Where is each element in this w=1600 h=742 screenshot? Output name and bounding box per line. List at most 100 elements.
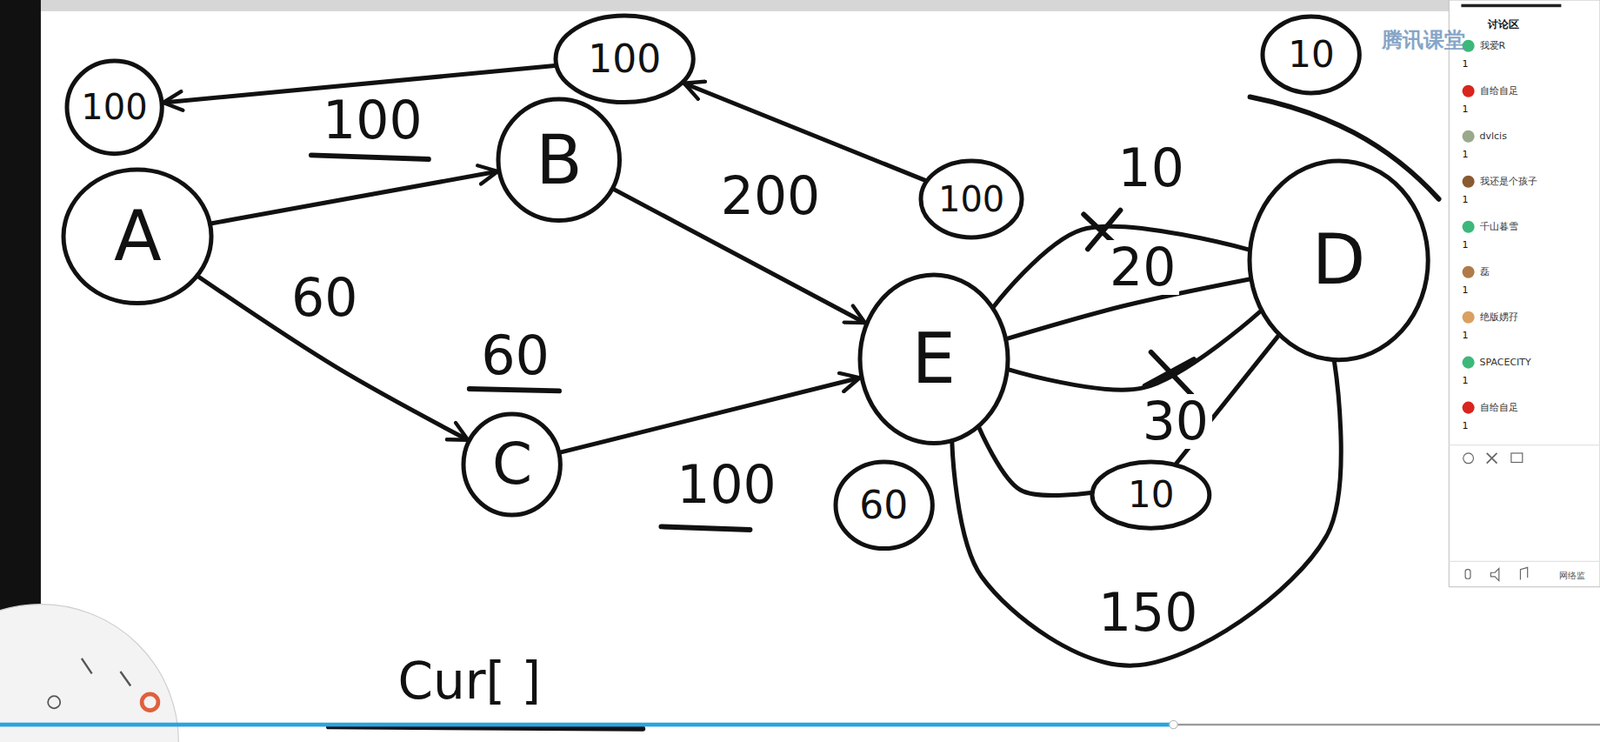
watermark: 腾讯课堂 bbox=[1381, 29, 1466, 52]
graph-node: 100 bbox=[553, 13, 696, 106]
avatar bbox=[1462, 130, 1475, 143]
chat-message: 1 bbox=[1462, 285, 1469, 296]
wheel-ground bbox=[0, 604, 179, 742]
chat-user: 我还是个孩子 bbox=[1480, 176, 1538, 187]
edge-connector bbox=[979, 427, 1091, 496]
edge-connector bbox=[560, 377, 860, 453]
circle-stroke bbox=[63, 169, 212, 304]
avatar bbox=[1462, 356, 1475, 369]
image-icon bbox=[1511, 453, 1523, 463]
edge-connector bbox=[1008, 311, 1260, 390]
avatar bbox=[1462, 401, 1475, 414]
graph-node: D bbox=[1246, 158, 1431, 363]
chat-user: 磊 bbox=[1480, 266, 1490, 278]
node-label: 100 bbox=[80, 89, 147, 125]
edge-weight: 200 bbox=[717, 168, 825, 224]
node-label: 10 bbox=[1127, 476, 1174, 514]
edge-connector bbox=[993, 226, 1249, 307]
edge-weight: 20 bbox=[1106, 240, 1180, 295]
underline bbox=[469, 388, 560, 391]
circle-stroke bbox=[1092, 461, 1210, 528]
edge-weight: 10 bbox=[1113, 140, 1187, 196]
node-label: B bbox=[535, 126, 583, 194]
chat-panel bbox=[1448, 0, 1600, 587]
circle-stroke bbox=[920, 160, 1022, 238]
edge-weight: 150 bbox=[1094, 585, 1202, 640]
tool-icon bbox=[81, 658, 131, 687]
progress-knob bbox=[1169, 720, 1178, 728]
node-label: D bbox=[1312, 225, 1367, 295]
node-label: 10 bbox=[1287, 36, 1334, 74]
chat-message: 1 bbox=[1462, 420, 1469, 432]
underline bbox=[660, 526, 750, 530]
edge-connector bbox=[952, 360, 1341, 666]
plain-label: 60 bbox=[480, 326, 550, 384]
chat-user: 我爱R bbox=[1480, 40, 1507, 52]
chat-message: 1 bbox=[1462, 59, 1469, 70]
edge-weight: 100 bbox=[673, 457, 780, 513]
chat-message: 1 bbox=[1462, 375, 1469, 387]
chat-message: 1 bbox=[1462, 104, 1469, 115]
graph-node: C bbox=[460, 411, 563, 518]
chat-user: dvlcis bbox=[1480, 131, 1507, 142]
node-label: E bbox=[911, 324, 956, 394]
scissor-icon bbox=[1486, 453, 1498, 464]
avatar bbox=[1462, 85, 1475, 98]
chat-user: SPACECITY bbox=[1480, 357, 1532, 368]
edge-connector bbox=[684, 83, 926, 181]
tool-wheel bbox=[0, 604, 179, 742]
node-label: 60 bbox=[859, 486, 908, 525]
chat-message: 1 bbox=[1462, 194, 1469, 206]
status-text: 网络监 bbox=[1559, 571, 1586, 581]
circle-stroke bbox=[66, 60, 162, 154]
curve-stroke bbox=[1250, 96, 1440, 199]
graph-node: 100 bbox=[64, 58, 165, 157]
mic-icon bbox=[1465, 569, 1471, 580]
panel-title: 讨论区 bbox=[1487, 19, 1520, 31]
underline bbox=[328, 726, 643, 728]
panel-tab bbox=[1460, 4, 1561, 8]
avatar bbox=[1462, 175, 1475, 188]
progress-bar bbox=[0, 722, 1174, 727]
circle-stroke bbox=[835, 461, 933, 549]
chat-user: 绝版娚孖 bbox=[1480, 312, 1519, 323]
graph-node: E bbox=[857, 272, 1011, 446]
graph-node: 60 bbox=[833, 459, 935, 552]
graph-node: B bbox=[495, 96, 623, 224]
cross-mark bbox=[1145, 352, 1194, 395]
circle-stroke bbox=[1262, 16, 1360, 94]
panel-ground bbox=[1448, 0, 1600, 587]
panel-divider bbox=[1448, 444, 1600, 446]
chat-message: 1 bbox=[1462, 330, 1469, 341]
avatar bbox=[1462, 311, 1475, 324]
circle-stroke bbox=[555, 15, 694, 103]
ink-strokes bbox=[311, 96, 1440, 728]
tool-icon bbox=[47, 695, 60, 708]
edge-weight: 60 bbox=[287, 270, 361, 326]
chat-message: 1 bbox=[1462, 149, 1469, 160]
node-label: C bbox=[492, 435, 533, 494]
edge-connector bbox=[212, 171, 499, 224]
underline bbox=[311, 154, 429, 160]
panel-divider bbox=[1448, 560, 1600, 562]
node-label: 100 bbox=[938, 181, 1005, 217]
circle-stroke bbox=[860, 274, 1008, 443]
graph-node: 10 bbox=[1089, 459, 1213, 531]
node-label: 100 bbox=[587, 40, 661, 79]
chat-user: 自给自足 bbox=[1480, 86, 1519, 97]
graph-node: 100 bbox=[918, 158, 1025, 240]
title-bar bbox=[0, 0, 1600, 12]
progress-track bbox=[1173, 723, 1600, 726]
avatar bbox=[1462, 220, 1475, 234]
array-label: Cur[ ] bbox=[397, 654, 541, 708]
node-label: A bbox=[113, 201, 162, 272]
graph-node: 10 bbox=[1260, 13, 1362, 96]
color-ring bbox=[141, 693, 159, 711]
graph-node: A bbox=[60, 166, 214, 307]
avatar bbox=[1462, 266, 1475, 279]
edge-weight: 100 bbox=[319, 93, 427, 148]
